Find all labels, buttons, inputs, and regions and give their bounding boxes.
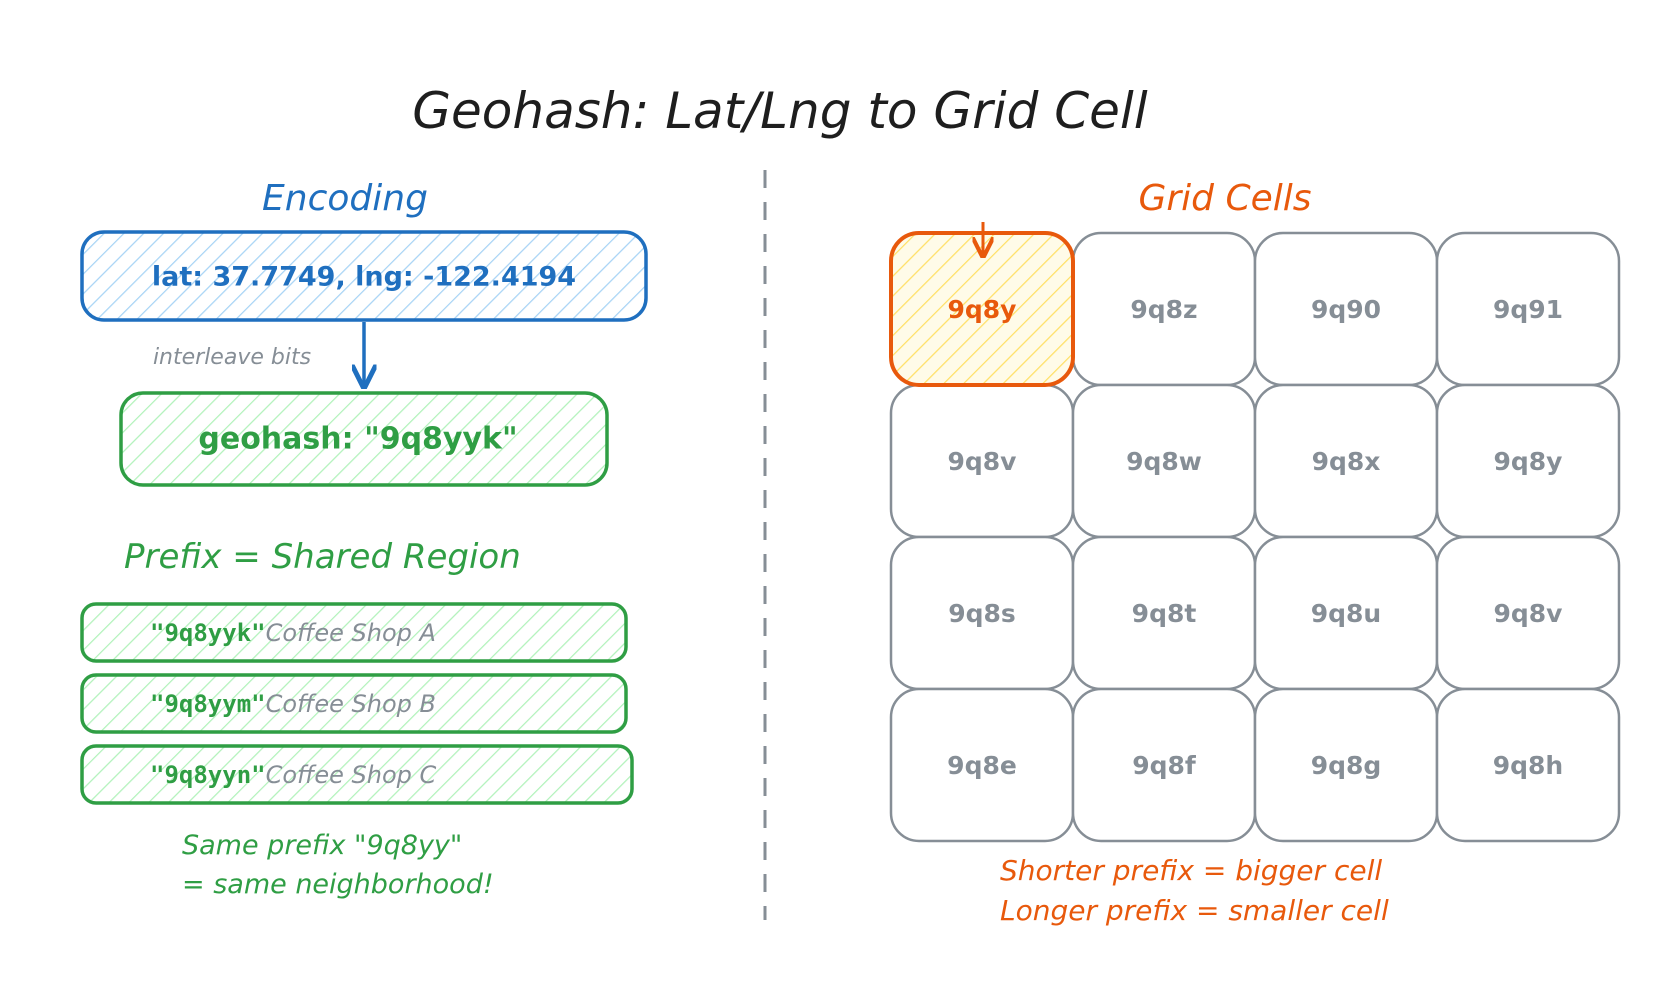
prefix-hash: "9q8yyn" [150,761,266,789]
grid-cell: 9q8f [1071,687,1257,843]
grid-cell-label: 9q8x [1312,447,1381,476]
grid-cell: 9q8t [1071,535,1257,691]
prefix-row: "9q8yym"Coffee Shop B [80,673,628,734]
grid-cell: 9q91 [1435,231,1621,387]
grid-cell-label: 9q8w [1126,447,1202,476]
grid-cell-label: 9q8t [1132,599,1197,628]
grid-note-line1: Shorter prefix = bigger cell [1000,854,1382,887]
geohash-output-box: geohash: "9q8yyk" [119,391,609,487]
prefix-heading: Prefix = Shared Region [124,537,521,577]
svg-text:"9q8yym"Coffee Shop B: "9q8yym"Coffee Shop B [150,690,436,718]
grid-cell-label: 9q8y [948,295,1017,324]
encoding-heading: Encoding [262,178,428,219]
svg-text:"9q8yyk"Coffee Shop A: "9q8yyk"Coffee Shop A [150,619,436,647]
grid-cell: 9q8g [1253,687,1439,843]
prefix-note-line2: = same neighborhood! [182,869,494,900]
grid-cell: 9q8v [889,383,1075,539]
grid-cells: 9q8z 9q90 9q91 9q8v 9q8w 9q8x 9q8y 9q8s 9q8t 9q8u… [889,231,1621,843]
prefix-row: "9q8yyk"Coffee Shop A [80,602,628,663]
grid-cell: 9q8v [1435,535,1621,691]
grid-cell-label: 9q8e [947,751,1017,780]
grid-cell-label: 9q90 [1311,295,1381,324]
diagram-title: Geohash: Lat/Lng to Grid Cell [412,82,1148,140]
grid-cell: 9q8e [889,687,1075,843]
grid-cell-label: 9q8v [1494,599,1563,628]
prefix-row: "9q8yyn"Coffee Shop C [80,744,634,805]
geohash-text: geohash: "9q8yyk" [198,422,517,457]
grid-cell: 9q8u [1253,535,1439,691]
grid-cell-current: 9q8y [889,231,1075,387]
latlng-text: lat: 37.7749, lng: -122.4194 [152,262,576,293]
grid-cell: 9q90 [1253,231,1439,387]
prefix-place: Coffee Shop B [266,690,436,718]
grid-cell-label: 9q8y [1494,447,1563,476]
grid-cell-label: 9q8h [1493,751,1563,780]
interleave-label: interleave bits [153,345,311,370]
prefix-hash: "9q8yym" [150,690,266,718]
grid-heading: Grid Cells [1138,178,1311,219]
grid-cell-label: 9q8g [1311,751,1382,780]
grid-cell: 9q8y [1435,383,1621,539]
grid-cell-label: 9q8u [1311,599,1381,628]
grid-cell-label: 9q91 [1493,295,1563,324]
prefix-hash: "9q8yyk" [150,619,266,647]
prefix-place: Coffee Shop A [266,619,436,647]
grid-cell-label: 9q8v [948,447,1017,476]
prefix-place: Coffee Shop C [266,761,437,789]
grid-note-line2: Longer prefix = smaller cell [1000,894,1389,927]
grid-cell-label: 9q8z [1130,295,1197,324]
latlng-input-box: lat: 37.7749, lng: -122.4194 [80,230,648,322]
grid-cell: 9q8z [1071,231,1257,387]
svg-text:"9q8yyn"Coffee Shop C: "9q8yyn"Coffee Shop C [150,761,437,789]
grid-cell: 9q8w [1071,383,1257,539]
prefix-note-line1: Same prefix "9q8yy" [182,830,462,861]
grid-cell-label: 9q8s [948,599,1016,628]
grid-cell: 9q8h [1435,687,1621,843]
grid-cell: 9q8s [889,535,1075,691]
grid-cell: 9q8x [1253,383,1439,539]
grid-cell-label: 9q8f [1132,751,1197,780]
